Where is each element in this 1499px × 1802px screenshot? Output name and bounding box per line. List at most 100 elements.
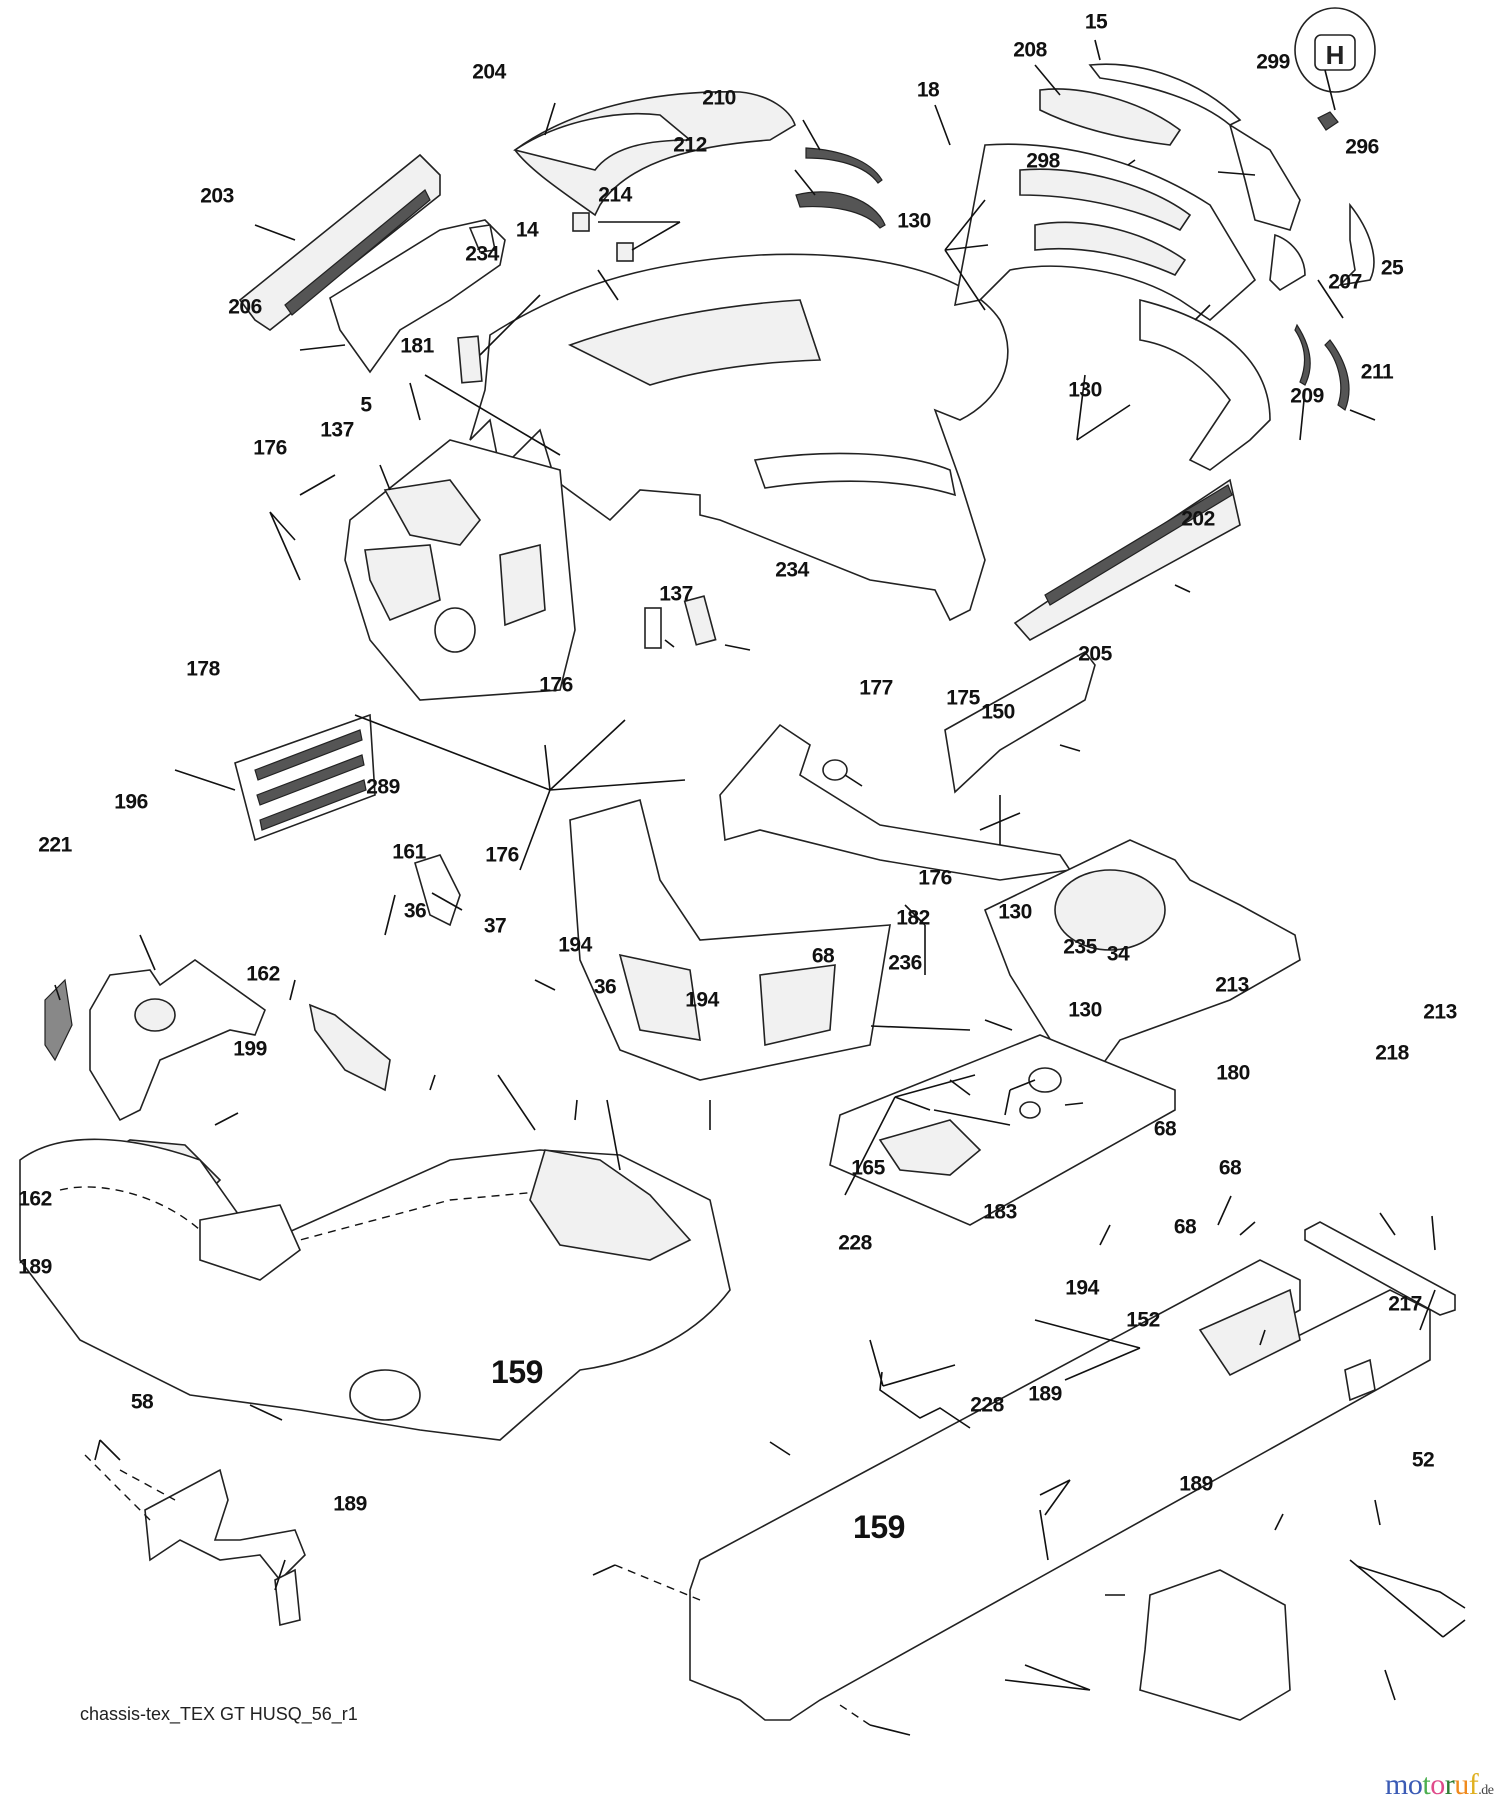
part-number-label-58[interactable]: 58 bbox=[130, 1390, 154, 1414]
part-number-label-25[interactable]: 25 bbox=[1380, 256, 1404, 280]
part-number-label-209[interactable]: 209 bbox=[1290, 384, 1324, 408]
part-number-label-5[interactable]: 5 bbox=[360, 393, 372, 417]
part-number-label-298[interactable]: 298 bbox=[1026, 149, 1060, 173]
frame-180[interactable] bbox=[689, 1259, 1431, 1721]
emblem-299[interactable]: H bbox=[1294, 7, 1376, 131]
part-number-label-162[interactable]: 162 bbox=[246, 962, 280, 986]
part-number-label-211[interactable]: 211 bbox=[1360, 360, 1394, 384]
part-number-label-15[interactable]: 15 bbox=[1084, 10, 1108, 34]
part-number-label-34[interactable]: 34 bbox=[1106, 942, 1130, 966]
lamp-207-25[interactable] bbox=[1269, 202, 1375, 292]
front-nose-130-panel[interactable] bbox=[1139, 298, 1271, 471]
part-number-label-189[interactable]: 189 bbox=[18, 1255, 52, 1279]
part-number-label-68[interactable]: 68 bbox=[1173, 1215, 1197, 1239]
engine-plate-34[interactable] bbox=[829, 1034, 1176, 1226]
panel-205[interactable] bbox=[944, 650, 1096, 794]
part-number-label-207[interactable]: 207 bbox=[1328, 270, 1362, 294]
upper-dash-18[interactable] bbox=[953, 143, 1257, 322]
part-number-label-181[interactable]: 181 bbox=[400, 334, 434, 358]
part-number-label-130[interactable]: 130 bbox=[1068, 378, 1102, 402]
part-number-label-52[interactable]: 52 bbox=[1411, 1448, 1435, 1472]
part-number-label-137[interactable]: 137 bbox=[659, 582, 693, 606]
part-number-label-235[interactable]: 235 bbox=[1063, 935, 1097, 959]
part-number-label-18[interactable]: 18 bbox=[916, 78, 940, 102]
part-number-label-175[interactable]: 175 bbox=[946, 686, 980, 710]
bracket-175[interactable] bbox=[719, 723, 1072, 881]
part-number-label-137[interactable]: 137 bbox=[320, 418, 354, 442]
steering-cover-196[interactable] bbox=[89, 959, 266, 1122]
rod-165[interactable] bbox=[879, 1371, 971, 1429]
part-number-label-177[interactable]: 177 bbox=[859, 676, 893, 700]
decal-221[interactable] bbox=[44, 978, 73, 1062]
cover-15[interactable] bbox=[1088, 63, 1242, 126]
part-number-label-176[interactable]: 176 bbox=[918, 866, 952, 890]
part-number-label-161[interactable]: 161 bbox=[392, 840, 426, 864]
grille-bracket-206[interactable] bbox=[329, 219, 506, 374]
part-number-label-194[interactable]: 194 bbox=[1065, 1276, 1099, 1300]
grille-202[interactable] bbox=[1013, 478, 1241, 642]
part-number-label-36[interactable]: 36 bbox=[593, 975, 617, 999]
part-number-label-130[interactable]: 130 bbox=[1068, 998, 1102, 1022]
part-number-label-206[interactable]: 206 bbox=[228, 295, 262, 319]
part-number-label-214[interactable]: 214 bbox=[598, 183, 632, 207]
part-number-label-217[interactable]: 217 bbox=[1388, 1292, 1422, 1316]
footrest-37[interactable] bbox=[19, 1138, 731, 1441]
part-number-label-299[interactable]: 299 bbox=[1256, 50, 1290, 74]
grommet-177[interactable] bbox=[822, 759, 848, 781]
dash-panel-5[interactable] bbox=[344, 439, 576, 701]
part-number-label-68[interactable]: 68 bbox=[1153, 1117, 1177, 1141]
part-number-label-159[interactable]: 159 bbox=[853, 1509, 905, 1545]
bracket-289[interactable] bbox=[414, 854, 461, 927]
part-number-label-183[interactable]: 183 bbox=[983, 1200, 1017, 1224]
hood-cover-204[interactable] bbox=[513, 91, 796, 217]
part-number-label-37[interactable]: 37 bbox=[483, 914, 507, 938]
part-number-label-236[interactable]: 236 bbox=[888, 951, 922, 975]
heat-shield-152[interactable] bbox=[1139, 1569, 1291, 1721]
part-number-label-228[interactable]: 228 bbox=[970, 1393, 1004, 1417]
part-number-label-204[interactable]: 204 bbox=[472, 60, 506, 84]
part-number-label-189[interactable]: 189 bbox=[1028, 1382, 1062, 1406]
part-number-label-213[interactable]: 213 bbox=[1215, 973, 1249, 997]
grille-178[interactable] bbox=[234, 713, 376, 842]
part-number-label-221[interactable]: 221 bbox=[38, 833, 72, 857]
bracket-218[interactable] bbox=[1304, 1221, 1456, 1316]
cover-161[interactable] bbox=[308, 1003, 391, 1092]
decal-234-top[interactable] bbox=[457, 335, 483, 384]
part-number-label-130[interactable]: 130 bbox=[897, 209, 931, 233]
part-number-label-150[interactable]: 150 bbox=[981, 700, 1015, 724]
part-number-label-178[interactable]: 178 bbox=[186, 657, 220, 681]
part-number-label-68[interactable]: 68 bbox=[811, 944, 835, 968]
clips-214[interactable] bbox=[572, 212, 634, 262]
rod-217[interactable] bbox=[1356, 1565, 1466, 1609]
part-number-label-68[interactable]: 68 bbox=[1218, 1156, 1242, 1180]
bracket-58[interactable] bbox=[144, 1468, 306, 1626]
part-number-label-14[interactable]: 14 bbox=[515, 218, 539, 242]
part-number-label-199[interactable]: 199 bbox=[233, 1037, 267, 1061]
panel-208[interactable] bbox=[1039, 88, 1182, 146]
part-number-label-189[interactable]: 189 bbox=[1179, 1472, 1213, 1496]
part-number-label-296[interactable]: 296 bbox=[1345, 135, 1379, 159]
part-number-label-196[interactable]: 196 bbox=[114, 790, 148, 814]
part-number-label-180[interactable]: 180 bbox=[1216, 1061, 1250, 1085]
part-number-label-212[interactable]: 212 bbox=[673, 133, 707, 157]
part-number-label-176[interactable]: 176 bbox=[253, 436, 287, 460]
decals-234-137[interactable] bbox=[644, 595, 717, 649]
part-number-label-194[interactable]: 194 bbox=[558, 933, 592, 957]
part-number-label-159[interactable]: 159 bbox=[491, 1354, 543, 1390]
part-number-label-213[interactable]: 213 bbox=[1423, 1000, 1457, 1024]
grilles-209-211[interactable] bbox=[1294, 323, 1350, 411]
grille-203[interactable] bbox=[238, 153, 441, 331]
panel-296[interactable] bbox=[1228, 123, 1301, 231]
part-number-label-289[interactable]: 289 bbox=[366, 775, 400, 799]
part-number-label-205[interactable]: 205 bbox=[1078, 642, 1112, 666]
part-number-label-152[interactable]: 152 bbox=[1126, 1308, 1160, 1332]
grilles-210-212[interactable] bbox=[795, 147, 886, 229]
hood-14[interactable] bbox=[469, 253, 1009, 622]
lower-dash-182[interactable] bbox=[569, 799, 891, 1081]
part-number-label-194[interactable]: 194 bbox=[685, 988, 719, 1012]
part-number-label-189[interactable]: 189 bbox=[333, 1492, 367, 1516]
part-number-label-218[interactable]: 218 bbox=[1375, 1041, 1409, 1065]
part-number-label-234[interactable]: 234 bbox=[465, 242, 499, 266]
part-number-label-234[interactable]: 234 bbox=[775, 558, 809, 582]
part-number-label-176[interactable]: 176 bbox=[485, 843, 519, 867]
